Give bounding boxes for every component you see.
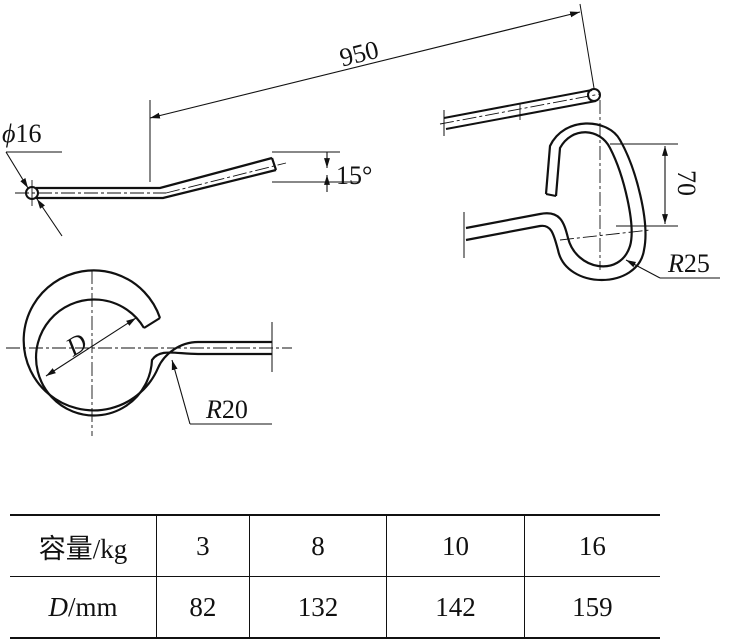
ring-view bbox=[6, 269, 292, 436]
angle-dim-label: 15° bbox=[336, 161, 372, 190]
hook-technical-drawing: 950 ϕ16 15° 70 R25 bbox=[2, 3, 720, 436]
table-cell: 8 bbox=[248, 514, 387, 577]
length-dim-label: 950 bbox=[337, 35, 382, 73]
table-cell: 82 bbox=[156, 576, 250, 639]
offset-dim-label: 70 bbox=[672, 170, 701, 196]
table-row: D/mm 82 132 142 159 bbox=[10, 576, 660, 639]
table-cell: 132 bbox=[248, 576, 387, 639]
table-cell: 3 bbox=[156, 514, 250, 577]
top-view-hook bbox=[439, 3, 720, 281]
radius-large-dim-label: R25 bbox=[667, 249, 710, 278]
ring-diameter-label: D bbox=[60, 327, 92, 362]
table-cell: 159 bbox=[523, 576, 660, 639]
side-view-rod bbox=[5, 11, 581, 237]
radius-small-dim-label: R20 bbox=[205, 395, 248, 424]
diameter-dim-label: ϕ16 bbox=[2, 119, 41, 148]
row-label-capacity: 容量/kg bbox=[10, 514, 157, 577]
capacity-table: 容量/kg 3 8 10 16 D/mm 82 132 142 159 bbox=[10, 514, 660, 639]
table-cell: 10 bbox=[386, 514, 525, 577]
table-cell: 142 bbox=[386, 576, 525, 639]
row-label-diameter: D/mm bbox=[10, 576, 157, 639]
table-cell: 16 bbox=[523, 514, 660, 577]
table-row: 容量/kg 3 8 10 16 bbox=[10, 514, 660, 577]
